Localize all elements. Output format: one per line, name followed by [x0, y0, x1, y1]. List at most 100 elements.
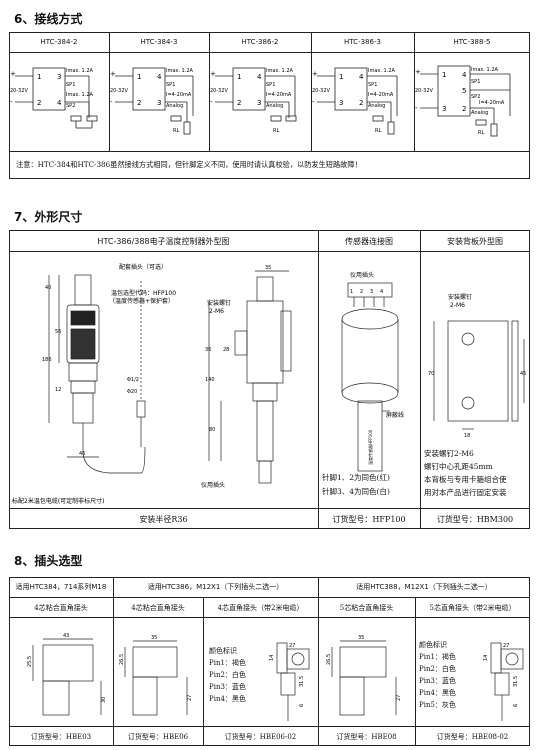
plug-group-1: 适用HTC384，714系列M18	[15, 583, 107, 591]
svg-text:20-32V: 20-32V	[312, 88, 331, 94]
svg-text:6: 6	[513, 704, 519, 707]
bracket-note-3: 本背板与专用卡箍组合使	[424, 475, 507, 484]
svg-text:1: 1	[237, 73, 241, 81]
pin-4: 4	[57, 99, 62, 107]
svg-text:SP1: SP1	[368, 82, 377, 88]
svg-text:20-32V: 20-32V	[110, 88, 129, 94]
svg-text:2-M6: 2-M6	[450, 302, 465, 309]
svg-text:-: -	[312, 98, 315, 106]
pin-color-5-2: Pin2：白色	[419, 665, 456, 673]
svg-text:3: 3	[339, 99, 343, 107]
plug-order-4: 订货型号：HBE08	[336, 733, 397, 741]
color-title-4pin: 颜色标识	[209, 647, 237, 655]
plug-name-4: 5芯粘合直角接头	[339, 604, 394, 612]
svg-text:1: 1	[339, 73, 343, 81]
bracket-outline-drawing: 安装螺钉 2-M6 70 45 18	[428, 293, 526, 439]
svg-text:20-32V: 20-32V	[415, 88, 434, 94]
svg-text:4: 4	[359, 73, 364, 81]
plug-note: 配套插头（可选）	[119, 263, 167, 271]
pin-color-4-3: Pin3：蓝色	[209, 683, 246, 691]
svg-text:27: 27	[187, 695, 193, 701]
plug-group-2: 适用HTC386，M12X1（下列插头二选一）	[147, 583, 284, 591]
svg-text:31.5: 31.5	[299, 676, 305, 687]
section8-title: 8、插头选型	[14, 554, 83, 568]
svg-text:Imax. 1.2A: Imax. 1.2A	[66, 68, 93, 74]
svg-text:仪用插头: 仪用插头	[350, 271, 374, 279]
plug-drawing-hbe06: 35 26.5 27	[119, 635, 193, 716]
svg-text:Analog: Analog	[368, 103, 385, 109]
svg-text:RL: RL	[375, 128, 381, 134]
svg-text:2: 2	[360, 289, 363, 295]
svg-text:140: 140	[205, 377, 215, 383]
model-header-4: HTC-386-3	[344, 38, 381, 46]
svg-text:I=4-20mA: I=4-20mA	[368, 92, 394, 98]
svg-text:安装螺钉: 安装螺钉	[207, 299, 231, 307]
dim-header-main: HTC-386/388电子温度控制器外型图	[97, 237, 230, 246]
svg-text:46: 46	[79, 451, 85, 457]
svg-text:Analog: Analog	[266, 103, 283, 109]
svg-text:Φ1/2: Φ1/2	[127, 377, 139, 383]
svg-text:28: 28	[223, 347, 229, 353]
svg-text:3: 3	[157, 99, 161, 107]
svg-text:+: +	[110, 70, 116, 78]
svg-text:RL: RL	[273, 128, 279, 134]
bracket-order-code: 订货型号：HBM300	[436, 515, 514, 524]
svg-text:186: 186	[42, 357, 52, 363]
svg-text:5: 5	[462, 87, 466, 95]
svg-text:27: 27	[503, 643, 509, 649]
pin-3: 3	[57, 73, 61, 81]
svg-text:Imax. 1.2A: Imax. 1.2A	[368, 68, 395, 74]
sensor-pin-note-2: 针脚3、4为同色(白)	[322, 487, 390, 496]
plug-order-1: 订货型号：HBE03	[30, 733, 92, 741]
svg-text:标配2米温包电缆(可定制非标尺寸): 标配2米温包电缆(可定制非标尺寸)	[12, 497, 105, 505]
pin-color-4-2: Pin2：白色	[209, 671, 246, 679]
svg-text:2: 2	[237, 99, 241, 107]
svg-text:20-32V: 20-32V	[10, 88, 29, 94]
svg-text:27: 27	[289, 643, 295, 649]
section7-title: 7、外形尺寸	[14, 210, 83, 224]
pin-color-5-5: Pin5：灰色	[419, 701, 456, 709]
dimension-table	[9, 230, 530, 529]
svg-text:-: -	[210, 98, 213, 106]
svg-text:6: 6	[299, 704, 305, 707]
plug-name-5: 5芯直角接头（带2米电缆）	[429, 604, 516, 612]
color-title-5pin: 颜色标识	[419, 641, 447, 649]
svg-text:4: 4	[157, 73, 162, 81]
svg-text:Analog: Analog	[471, 110, 488, 116]
svg-text:4: 4	[462, 71, 467, 79]
section6-title: 6、接线方式	[14, 12, 83, 26]
plug-drawing-hbe08: 35 26.5 27	[326, 635, 402, 716]
pin-2: 2	[37, 99, 41, 107]
svg-text:12: 12	[55, 387, 61, 393]
pin-color-5-3: Pin3：蓝色	[419, 677, 456, 685]
svg-text:80: 80	[209, 427, 215, 433]
bracket-note-4: 用对本产品进行固定安装	[424, 488, 507, 497]
svg-text:Imax. 1.2A: Imax. 1.2A	[166, 68, 193, 74]
model-header-2: HTC-384-3	[140, 38, 178, 46]
plug-name-3: 4芯直角接头（带2米电缆）	[217, 604, 304, 612]
svg-text:40: 40	[45, 285, 51, 291]
pin-color-5-1: Pin1：褐色	[419, 653, 456, 661]
svg-text:30: 30	[101, 697, 107, 703]
dim-header-sensor: 传感器连接图	[345, 237, 393, 246]
svg-text:4: 4	[257, 73, 262, 81]
sensor-order-code: 订货型号：HFP100	[332, 515, 406, 524]
pin-color-5-4: Pin4：黑色	[419, 689, 456, 697]
pin-1: 1	[37, 73, 41, 81]
svg-text:SP2: SP2	[66, 103, 75, 109]
svg-text:SP1: SP1	[471, 79, 480, 85]
pin-color-4-1: Pin1：褐色	[209, 659, 246, 667]
model-header-5: HTC-388-5	[453, 38, 491, 46]
svg-text:I=4-20mA: I=4-20mA	[266, 92, 292, 98]
svg-text:Imax. 1.2A: Imax. 1.2A	[471, 67, 498, 73]
svg-text:14: 14	[269, 655, 275, 661]
svg-text:31.5: 31.5	[513, 676, 519, 687]
svg-text:35: 35	[358, 635, 364, 641]
svg-text:45: 45	[520, 371, 526, 377]
svg-text:I=4-20mA: I=4-20mA	[166, 92, 192, 98]
pin-color-4-4: Pin4：黑色	[209, 695, 246, 703]
svg-text:+: +	[10, 70, 16, 78]
wiring-note: 注意：HTC-384和HTC-386虽然接线方式相同，但针脚定义不同，使用时请认…	[16, 160, 362, 169]
svg-text:Φ20: Φ20	[127, 389, 137, 395]
